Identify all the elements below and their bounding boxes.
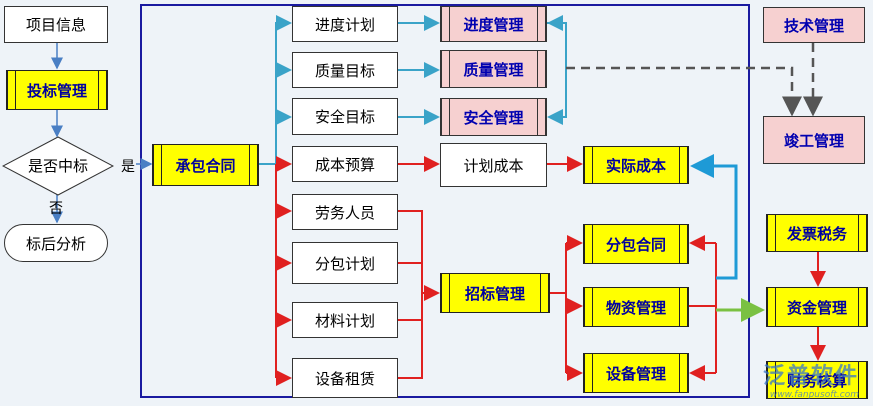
node-progress-plan: 进度计划 [292, 6, 398, 42]
node-progress-mgmt: 进度管理 [440, 6, 547, 42]
node-quality-mgmt: 质量管理 [440, 50, 547, 88]
node-finance-accounting: 财务核算 [766, 361, 868, 399]
node-is-win: 是否中标 [27, 156, 88, 175]
node-bidding-mgmt: 投标管理 [6, 70, 108, 110]
node-subcontract: 分包合同 [583, 224, 689, 264]
watermark-main: 泛普软件 [762, 364, 859, 389]
node-tech-mgmt: 技术管理 [763, 7, 865, 43]
node-post-bid-analysis: 标后分析 [4, 224, 108, 262]
label-no: 否 [49, 201, 63, 217]
node-project-info: 项目信息 [4, 6, 108, 43]
node-safety-mgmt: 安全管理 [440, 98, 547, 136]
node-material-plan: 材料计划 [292, 302, 398, 338]
node-material-mgmt: 物资管理 [583, 287, 689, 327]
node-equipment-rent: 设备租赁 [292, 358, 398, 398]
node-planned-cost: 计划成本 [440, 143, 547, 187]
node-tender-mgmt: 招标管理 [440, 273, 550, 313]
label-yes: 是 [121, 159, 135, 175]
watermark: 泛普软件 www.fanpusoft.com [763, 358, 859, 400]
node-equipment-mgmt: 设备管理 [583, 353, 689, 393]
node-fund-mgmt: 资金管理 [766, 287, 868, 327]
node-cost-budget: 成本预算 [292, 146, 398, 182]
node-contract: 承包合同 [152, 144, 259, 186]
node-actual-cost: 实际成本 [583, 146, 689, 184]
node-completion-mgmt: 竣工管理 [763, 116, 865, 164]
node-safety-target: 安全目标 [292, 98, 398, 135]
node-subcontract-plan: 分包计划 [292, 242, 398, 284]
node-is-win-diamond [2, 136, 114, 196]
main-frame [140, 4, 750, 398]
node-labor: 劳务人员 [292, 194, 398, 230]
node-quality-target: 质量目标 [292, 52, 398, 88]
node-invoice-tax: 发票税务 [766, 214, 868, 252]
watermark-sub: www.fanpusoft.com [769, 390, 859, 400]
